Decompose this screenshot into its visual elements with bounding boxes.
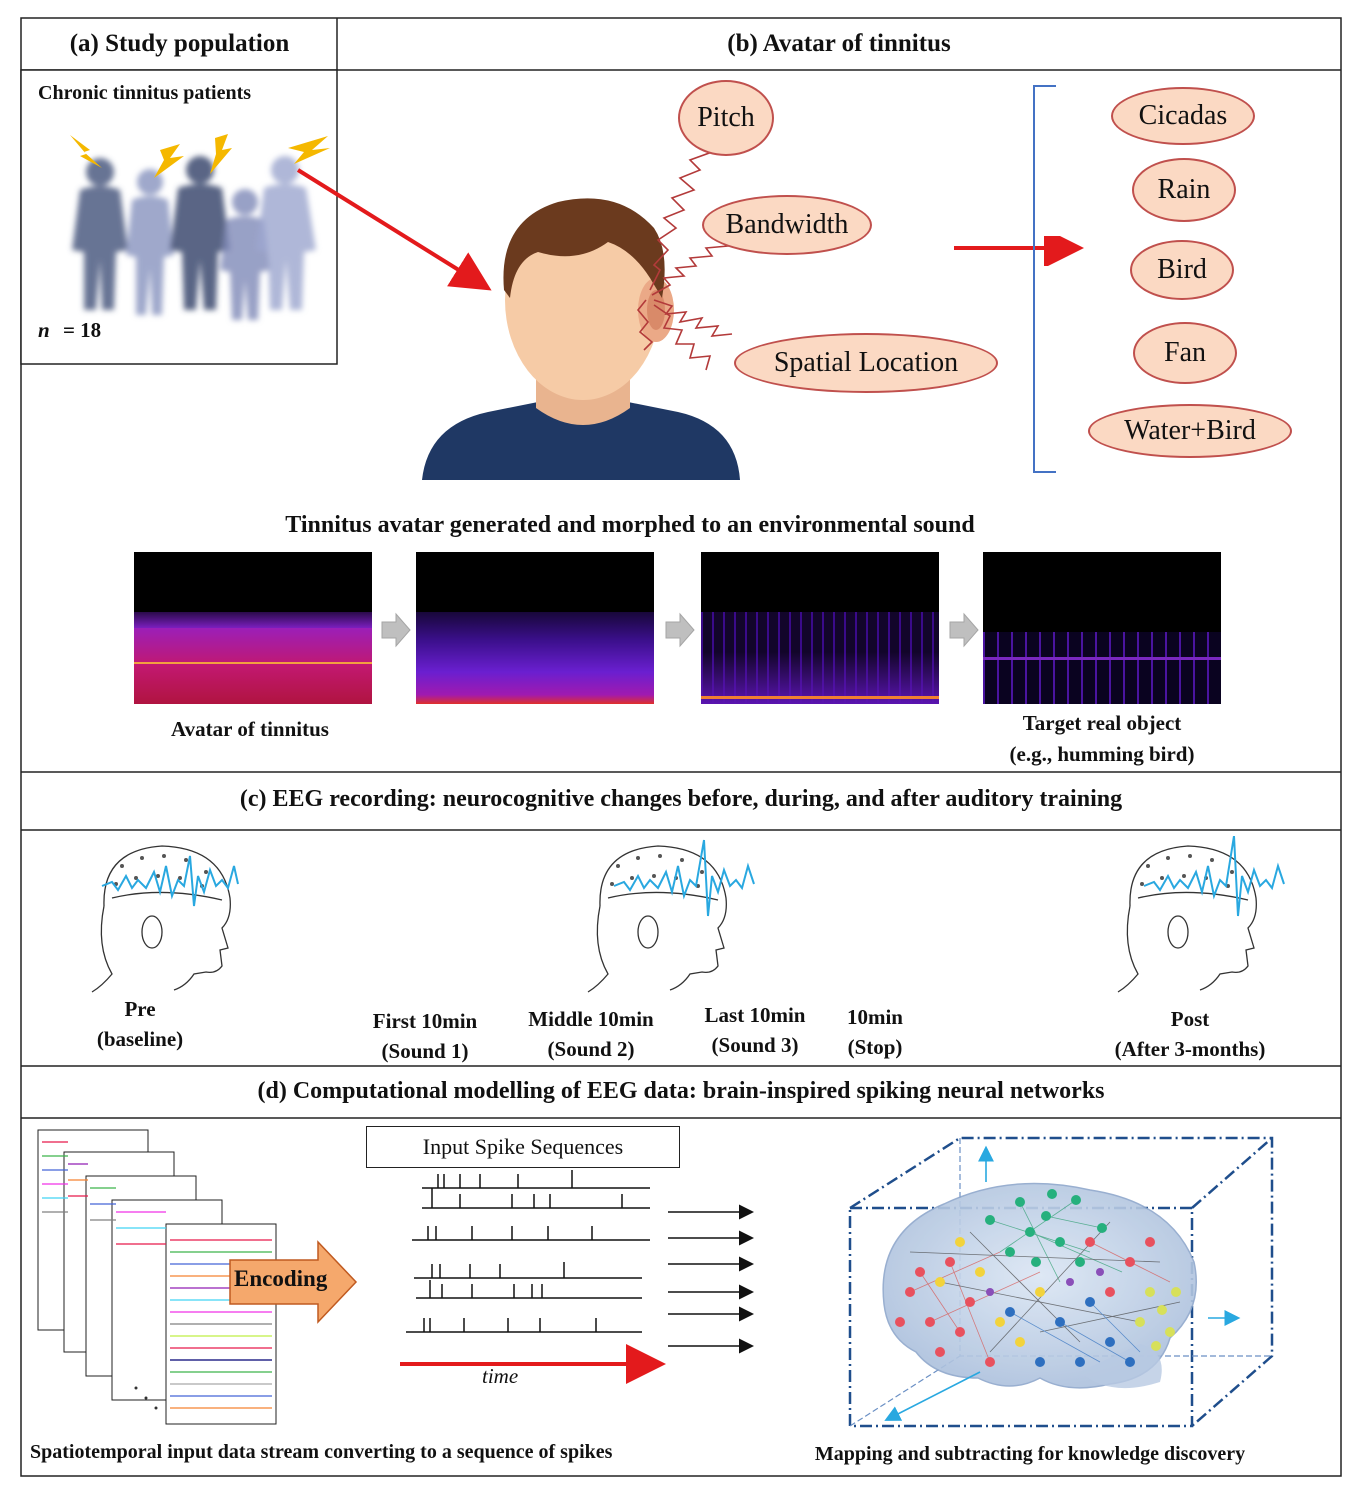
- panel-b-title: (b) Avatar of tinnitus: [727, 30, 951, 57]
- label-stop-1: 10min: [846, 1005, 903, 1029]
- n-label: n = 18: [38, 318, 101, 343]
- morph-title: Tinnitus avatar generated and morphed to…: [285, 512, 975, 538]
- eeg-head-post: [1117, 836, 1285, 993]
- sound-water-bird: Water+Bird: [1088, 404, 1292, 458]
- label-last-2: (Sound 3): [711, 1033, 799, 1057]
- spike-sequences-label: Input Spike Sequences: [366, 1126, 680, 1168]
- panel-d-title: (d) Computational modelling of EEG data:…: [257, 1078, 1105, 1104]
- sound-fan: Fan: [1133, 322, 1237, 384]
- sound-cicadas: Cicadas: [1111, 87, 1255, 145]
- label-middle-2: (Sound 2): [547, 1037, 635, 1061]
- spectrogram-arrows: [381, 612, 979, 648]
- sound-rain: Rain: [1132, 158, 1236, 222]
- attribute-spatial-location: Spatial Location: [734, 333, 998, 393]
- eeg-data-stack: [37, 1129, 277, 1425]
- eeg-head-pre: [91, 845, 239, 993]
- brain-snn-cube: [848, 1136, 1274, 1428]
- patients-silhouettes: [70, 134, 330, 320]
- spectrogram-avatar: [134, 552, 372, 704]
- label-post-1: Post: [1170, 1007, 1210, 1031]
- label-middle-1: Middle 10min: [528, 1007, 654, 1031]
- label-first-1: First 10min: [372, 1009, 478, 1033]
- label-stop-2: (Stop): [847, 1035, 903, 1059]
- caption-avatar: Avatar of tinnitus: [171, 717, 329, 741]
- label-pre-1: Pre: [124, 997, 156, 1021]
- spike-trains: [400, 1170, 754, 1384]
- sound-bird: Bird: [1130, 240, 1234, 300]
- label-last-1: Last 10min: [704, 1003, 806, 1027]
- n-symbol: n: [38, 318, 50, 342]
- caption-target-1: Target real object: [1022, 711, 1182, 735]
- label-first-2: (Sound 1): [381, 1039, 469, 1063]
- n-value: = 18: [62, 318, 102, 342]
- arrow-population-to-avatar: [296, 168, 492, 291]
- spectrogram-morph-2: [701, 552, 939, 704]
- sounds-bracket: [1033, 85, 1056, 473]
- caption-target-2: (e.g., humming bird): [1009, 742, 1195, 766]
- panel-a-subtitle: Chronic tinnitus patients: [38, 82, 252, 104]
- panel-a-title: (a) Study population: [69, 30, 290, 57]
- label-pre-2: (baseline): [96, 1027, 184, 1051]
- left-caption: Spatiotemporal input data stream convert…: [30, 1441, 613, 1463]
- time-label: time: [482, 1364, 519, 1388]
- right-caption: Mapping and subtracting for knowledge di…: [814, 1443, 1246, 1465]
- arrow-to-sounds: [954, 236, 1084, 266]
- attribute-pitch: Pitch: [678, 80, 774, 156]
- label-post-2: (After 3-months): [1114, 1037, 1266, 1061]
- panel-c-title: (c) EEG recording: neurocognitive change…: [239, 786, 1123, 812]
- eeg-head-during: [587, 839, 755, 993]
- spectrogram-target: [983, 552, 1221, 704]
- encoding-arrow: [229, 1240, 358, 1324]
- spectrogram-morph-1: [416, 552, 654, 704]
- encoding-label: Encoding: [234, 1266, 328, 1291]
- attribute-bandwidth: Bandwidth: [702, 195, 872, 255]
